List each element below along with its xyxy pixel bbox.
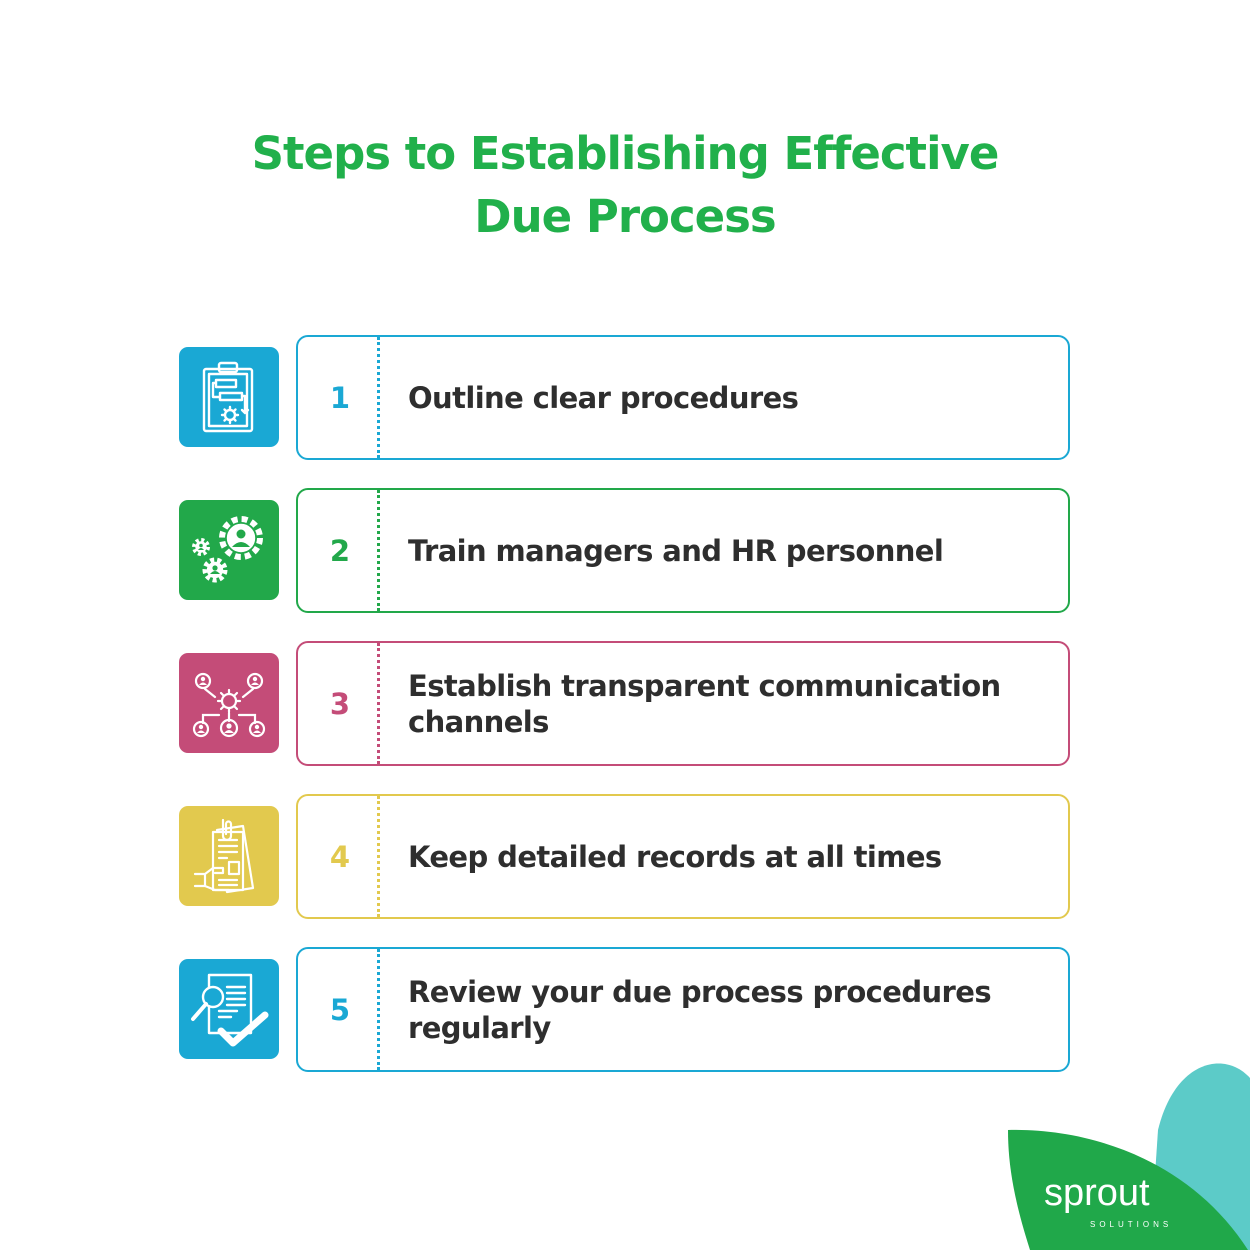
step-card: 3 Establish transparent communication ch…: [296, 641, 1070, 766]
step-label-line: Keep detailed records at all times: [408, 839, 942, 874]
step-number: 2: [329, 533, 351, 568]
dotted-divider: [377, 337, 380, 458]
step-4: 4 Keep detailed records at all times: [0, 794, 1250, 920]
step-card: 5 Review your due process procedures reg…: [296, 947, 1070, 1072]
step-label-line: Outline clear procedures: [408, 380, 799, 415]
step-label: Outline clear procedures: [408, 337, 1048, 458]
step-label: Train managers and HR personnel: [408, 490, 1048, 611]
step-label-line: Train managers and HR personnel: [408, 533, 944, 568]
step-label-line: Establish transparent communication: [408, 668, 1001, 703]
step-card: 2 Train managers and HR personnel: [296, 488, 1070, 613]
step-label: Keep detailed records at all times: [408, 796, 1048, 917]
step-2: 2 Train managers and HR personnel: [0, 488, 1250, 614]
page-title-line-1: Steps to Establishing Effective: [251, 127, 1000, 180]
step-label: Establish transparent communication chan…: [408, 643, 1048, 764]
step-card: 1 Outline clear procedures: [296, 335, 1070, 460]
step-3: 3 Establish transparent communication ch…: [0, 641, 1250, 767]
brand-subtitle: SOLUTIONS: [1090, 1220, 1173, 1229]
review-magnifier-check-icon: [179, 959, 279, 1059]
dotted-divider: [377, 949, 380, 1070]
network-people-icon: [179, 653, 279, 753]
step-label-line: regularly: [408, 1010, 551, 1045]
step-1: 1 Outline clear procedures: [0, 335, 1250, 461]
step-label: Review your due process procedures regul…: [408, 949, 1048, 1070]
step-5: 5 Review your due process procedures reg…: [0, 947, 1250, 1073]
clipboard-flowchart-icon: [179, 347, 279, 447]
page-title-line-2: Due Process: [474, 190, 776, 243]
records-documents-icon: [179, 806, 279, 906]
dotted-divider: [377, 796, 380, 917]
step-label-line: Review your due process procedures: [408, 974, 992, 1009]
gears-people-icon: [179, 500, 279, 600]
step-label-line: channels: [408, 704, 549, 739]
dotted-divider: [377, 643, 380, 764]
sprout-solutions-logo: sprout SOLUTIONS: [1000, 1050, 1250, 1250]
dotted-divider: [377, 490, 380, 611]
page-title: Steps to Establishing Effective Due Proc…: [0, 122, 1250, 248]
brand-name: sprout: [1044, 1172, 1150, 1214]
step-number: 1: [329, 380, 351, 415]
step-number: 5: [329, 992, 351, 1027]
step-number: 4: [329, 839, 351, 874]
step-number: 3: [329, 686, 351, 721]
step-card: 4 Keep detailed records at all times: [296, 794, 1070, 919]
